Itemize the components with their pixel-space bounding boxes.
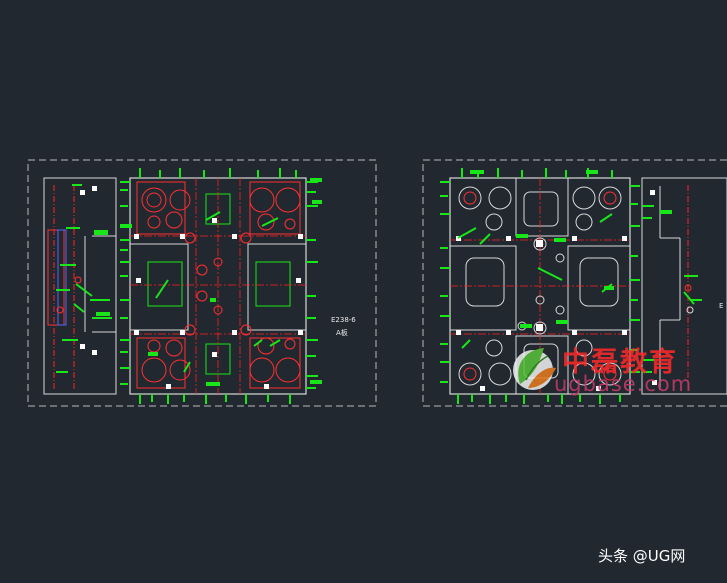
plate-code-label: E238-6 [331, 316, 356, 324]
watermark-url: ugbase.com [554, 372, 693, 396]
left-sheet-border [27, 159, 377, 407]
a-plate-main [120, 168, 322, 404]
watermark-chinese: 中磊教育 [562, 347, 678, 378]
edge-code-label: E [719, 302, 724, 310]
left-side-section [43, 177, 117, 395]
credit-text: 头条 @UG网 [598, 547, 686, 565]
b-plate-main [440, 168, 640, 404]
plate-name-label: A板 [336, 329, 348, 337]
right-side-section [641, 177, 727, 395]
leaf-logo-icon [513, 348, 556, 390]
